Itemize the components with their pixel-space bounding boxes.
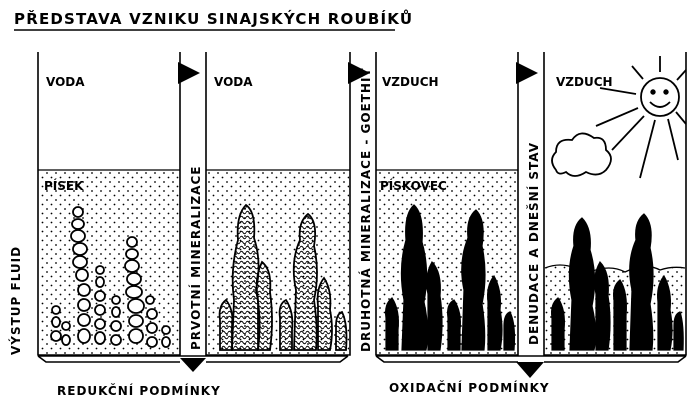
arrow-down-icon bbox=[516, 362, 544, 378]
panel-2: VODA PRVOTNÍ MINERALIZACE bbox=[188, 52, 351, 356]
panel-4: VZDUCH DENUDACE A DNE bbox=[526, 52, 687, 356]
panel-3-top-label: VZDUCH bbox=[382, 75, 439, 89]
panel-4-top-label: VZDUCH bbox=[556, 75, 613, 89]
sun-icon bbox=[595, 56, 687, 179]
panel-3-sand-label: PÍSKOVEC bbox=[380, 178, 447, 193]
bracket-reducing bbox=[37, 355, 349, 363]
bottom-label-oxidizing: OXIDAČNÍ PODMÍNKY bbox=[389, 380, 550, 395]
diagram-title: PŘEDSTAVA VZNIKU SINAJSKÝCH ROUBÍKŮ bbox=[14, 8, 413, 28]
panel-1-sand-label: PÍSEK bbox=[44, 178, 84, 193]
panel-1-top-label: VODA bbox=[46, 75, 85, 89]
cloud-icon bbox=[551, 132, 612, 177]
arrow-right-icon bbox=[348, 62, 370, 84]
arrow-right-icon bbox=[178, 62, 200, 84]
bottom-label-reducing: REDUKČNÍ PODMÍNKY bbox=[57, 383, 221, 398]
bracket-oxidizing bbox=[375, 355, 687, 363]
panel-3: VZDUCH PÍSKOVEC DRUHOTNÁ MINERALIZACE - … bbox=[358, 52, 519, 356]
panel-1-side-label: VÝSTUP FLUID bbox=[8, 246, 23, 355]
arrow-down-icon bbox=[180, 358, 206, 372]
panel-2-top-label: VODA bbox=[214, 75, 253, 89]
panel-4-side-label: DENUDACE A DNEŠNÍ STAV bbox=[526, 142, 541, 345]
panel-1: VODA PÍSEK VÝSTUP FLUID bbox=[8, 52, 181, 356]
panel-3-side-label: DRUHOTNÁ MINERALIZACE - GOETHIT bbox=[358, 67, 373, 352]
arrow-right-icon bbox=[516, 62, 538, 84]
panel-2-side-label: PRVOTNÍ MINERALIZACE bbox=[188, 166, 203, 350]
